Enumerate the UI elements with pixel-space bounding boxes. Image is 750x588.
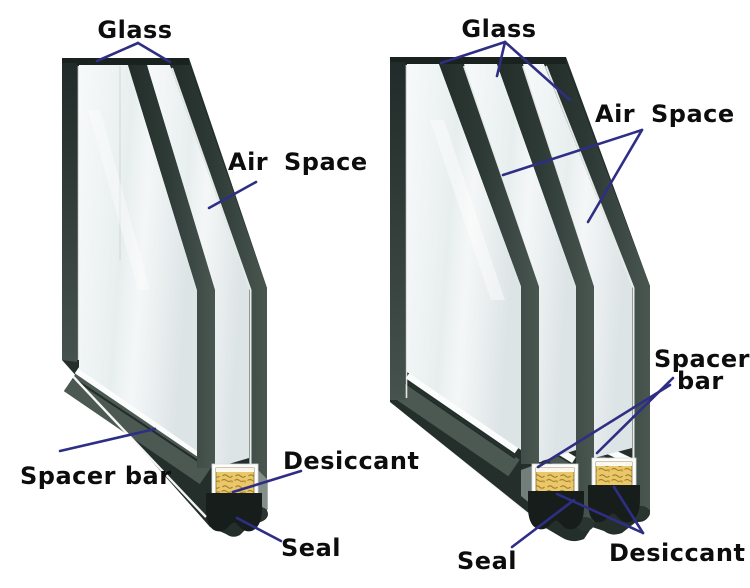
glass-pane-2-near-edge <box>439 64 539 464</box>
seal-left <box>206 493 262 532</box>
label-glass-right: Glass <box>461 15 536 43</box>
label-seal-right: Seal <box>457 547 517 575</box>
glass-pane-1-face <box>407 64 521 450</box>
leader-spacer-bar-right-a <box>536 383 672 469</box>
right-unit-top-edge <box>390 57 566 64</box>
leader-glass-right-a <box>439 40 507 65</box>
leader-glass-right-c <box>503 40 572 102</box>
leader-desiccant-right-b <box>612 485 645 535</box>
leader-air-space-right-b <box>586 128 644 224</box>
leader-desiccant-right-a <box>555 492 645 535</box>
air-space-2-glass-face <box>523 64 632 458</box>
sill-shadow-line-right <box>403 381 516 459</box>
label-glass-left: Glass <box>97 16 172 44</box>
spacer-top-highlight <box>536 468 574 472</box>
leader-seal-right <box>510 498 576 549</box>
bottom-edge-highlight-right <box>392 405 539 523</box>
sightline-strip-left <box>74 366 202 457</box>
label-spacer-bar-right-line1: Spacer <box>654 345 750 373</box>
left-unit <box>62 58 268 537</box>
leader-spacer-bar-left <box>58 427 157 453</box>
glass-pane-1-left-edge <box>390 62 405 400</box>
sightline-strip-right-1 <box>405 371 520 454</box>
leader-glass-right-b <box>495 40 507 78</box>
air-space-glass-face <box>147 65 249 468</box>
glass-reflection-streak <box>430 120 505 300</box>
leader-seal-left <box>235 516 283 543</box>
leader-glass-left-a <box>95 41 140 63</box>
label-air-space-right: Air Space <box>595 100 735 128</box>
glass-pane-1-face <box>79 65 197 451</box>
leader-air-space-right-a <box>501 128 644 177</box>
spacer-top-highlight <box>216 468 254 472</box>
labels: Glass Glass Air Space Air Space Spacer b… <box>20 15 750 575</box>
air-space-1-glass-face <box>464 64 576 462</box>
edge-highlight <box>171 67 252 505</box>
left-unit-bottom-sill <box>63 366 213 518</box>
label-air-space-left: Air Space <box>228 148 368 176</box>
label-seal-left: Seal <box>281 534 341 562</box>
edge-highlight <box>545 65 635 505</box>
bottom-edge-highlight-left <box>64 367 207 518</box>
leader-desiccant-left <box>231 469 303 494</box>
left-unit-top-edge <box>62 58 189 65</box>
glass-pane-3-far-edge <box>544 64 650 510</box>
glass-pane-1-left-edge <box>62 63 77 362</box>
leader-spacer-bar-right-b <box>595 376 675 455</box>
label-desiccant-right: Desiccant <box>609 539 745 567</box>
glass-pane-2-near-edge <box>128 65 215 468</box>
spacer-top-highlight <box>596 462 632 466</box>
glass-pane-2-far-edge <box>497 64 594 522</box>
glass-reflection-streak <box>88 110 150 290</box>
sill-shadow-line-left <box>72 377 202 464</box>
leader-glass-left-b <box>136 41 172 64</box>
label-desiccant-left: Desiccant <box>283 447 419 475</box>
label-spacer-bar-left: Spacer bar <box>20 462 172 490</box>
spacer-bar-band-right-1 <box>394 381 520 477</box>
leader-lines <box>58 40 675 549</box>
leader-air-space-left <box>207 180 258 210</box>
label-spacer-bar-right-line2: bar <box>677 367 724 395</box>
